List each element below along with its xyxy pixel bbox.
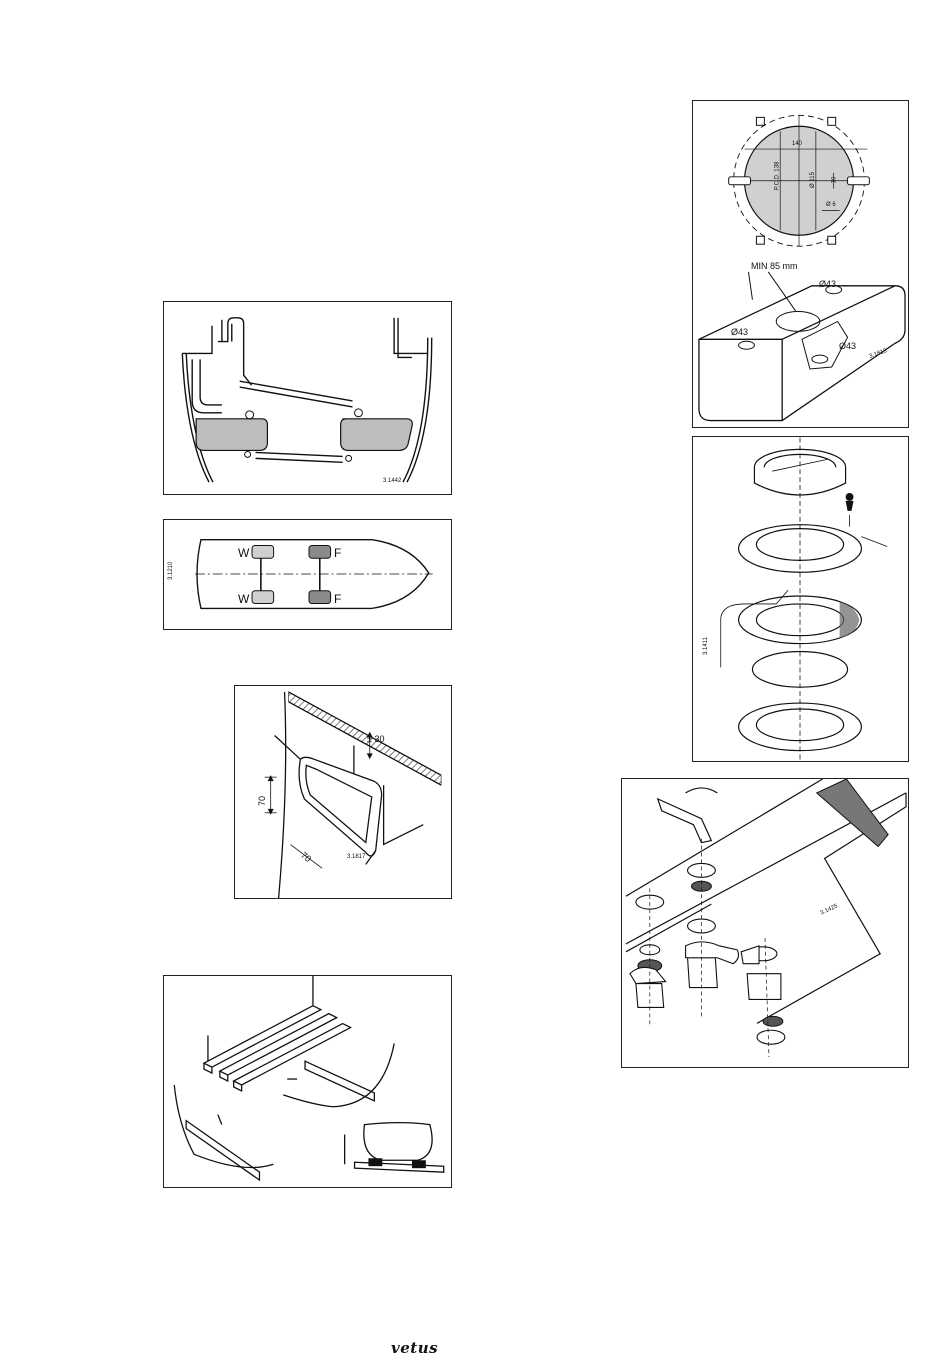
min-clearance-label: MIN 85 mm: [751, 261, 798, 271]
top-view-drawing: [164, 520, 451, 629]
figure-support-strips: [163, 975, 452, 1188]
figure-code: 3.1411: [703, 637, 709, 655]
figure-hull-section: 3.1442: [163, 301, 452, 495]
figure-code: 3.1817: [347, 854, 365, 860]
tank-label-f-top: F: [334, 546, 341, 560]
figure-code: 3.1210: [168, 562, 174, 580]
fittings-drawing: [622, 779, 908, 1067]
support-strips-drawing: [164, 976, 451, 1187]
dimension-10: 10: [831, 177, 837, 184]
dimension-top: ± 30: [367, 734, 384, 744]
dimension-dia-6: Ø 6: [826, 202, 836, 208]
inspection-lid-drawing: [693, 437, 908, 761]
tank-label-w-top: W: [238, 546, 249, 560]
figure-top-view: W F W F 3.1210: [163, 519, 452, 630]
tank-label-w-bottom: W: [238, 592, 249, 606]
dimension-pcd: P.C.D. 138: [774, 162, 780, 191]
tank-drawing-svg: [693, 101, 908, 427]
figure-code: 3.1442: [383, 478, 401, 484]
tank-label-f-bottom: F: [334, 592, 341, 606]
figure-bulkhead: ± 30 70 70 3.1817: [234, 685, 452, 899]
dimension-side: 70: [257, 796, 267, 806]
dimension-dia-115: Ø 115: [810, 172, 816, 188]
port-diameter-3: Ø43: [839, 341, 856, 351]
port-diameter-1: Ø43: [819, 279, 836, 289]
port-diameter-2: Ø43: [731, 327, 748, 337]
hull-section-drawing: [164, 302, 451, 494]
bulkhead-drawing: [235, 686, 451, 898]
figure-inspection-lid: 3.1411: [692, 436, 909, 762]
figure-fittings: 3.1425: [621, 778, 909, 1068]
dimension-140: 140: [792, 141, 802, 147]
figure-tank-drawing: 140 P.C.D. 138 Ø 115 10 Ø 6 MIN 85 mm Ø4…: [692, 100, 909, 428]
vetus-logo: vetus: [391, 1339, 438, 1357]
